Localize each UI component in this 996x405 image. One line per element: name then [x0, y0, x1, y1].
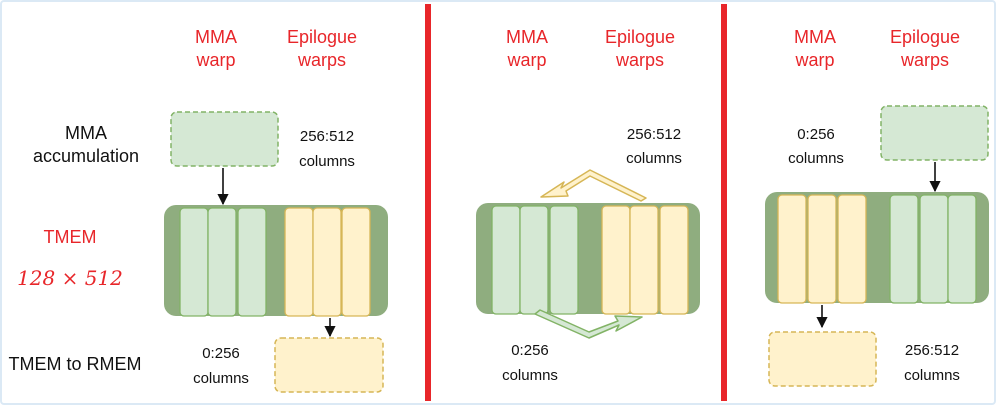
panel-2-tmem-yellow-column	[601, 205, 631, 315]
panel-3-mma-accumulation-box	[880, 105, 989, 161]
panel-3: MMA warp Epilogue warps 0:256 columns 25…	[765, 27, 989, 387]
panel-1: MMA warp Epilogue warps MMA accumulation…	[9, 27, 388, 393]
panel-1-acc-columns-range: 256:512	[300, 128, 354, 145]
panel-2-acc-columns-range: 256:512	[627, 126, 681, 143]
panel-2-acc-columns-label: columns	[626, 150, 682, 167]
panel-3-rmem-columns-label: columns	[904, 367, 960, 384]
panel-2-tmem-green-column	[549, 205, 579, 315]
panel-3-tmem-yellow-column	[837, 194, 867, 304]
panel-2-header-epilogue-line2: warps	[615, 50, 664, 70]
panel-2-tmem-green-column	[519, 205, 549, 315]
panel-3-header-epilogue-line1: Epilogue	[890, 27, 960, 47]
panel-1-tmem-yellow-column	[312, 207, 342, 317]
panel-1-tmem-green-column	[237, 207, 267, 317]
panel-1-rmem-columns-label: columns	[193, 370, 249, 387]
panel-1-mma-accumulation-box	[170, 111, 279, 167]
panel-2-header-mma-line2: warp	[506, 50, 546, 70]
panel-2-yellow-hollow-arrow	[540, 169, 647, 202]
row-label-tmem-dims: 128 × 512	[17, 266, 123, 290]
panel-3-tmem-green-column	[947, 194, 977, 304]
row-label-mma-accumulation-line1: MMA	[65, 123, 107, 143]
panel-2-tmem-yellow-column	[659, 205, 689, 315]
panel-3-header-mma-line1: MMA	[794, 27, 836, 47]
panel-1-tmem-green-column	[179, 207, 209, 317]
panel-3-tmem-yellow-column	[807, 194, 837, 304]
panel-2-header-mma-line1: MMA	[506, 27, 548, 47]
panel-3-header-mma-line2: warp	[794, 50, 834, 70]
panel-1-header-epilogue-line2: warps	[297, 50, 346, 70]
panel-1-rmem-box	[274, 337, 384, 393]
panel-2-rmem-columns-range: 0:256	[511, 342, 549, 359]
panel-3-rmem-columns-range: 256:512	[905, 342, 959, 359]
panel-3-tmem-green-column	[919, 194, 949, 304]
panel-2: MMA warp Epilogue warps 256:512 columns …	[476, 27, 700, 384]
panel-3-acc-columns-label: columns	[788, 150, 844, 167]
panel-2-green-hollow-arrow	[534, 309, 643, 339]
panel-1-header-mma-line2: warp	[195, 50, 235, 70]
row-label-mma-accumulation-line2: accumulation	[33, 146, 139, 166]
panel-1-acc-columns-label: columns	[299, 153, 355, 170]
panel-3-rmem-box	[768, 331, 877, 387]
panel-1-tmem-green-column	[207, 207, 237, 317]
panel-3-header-epilogue-line2: warps	[900, 50, 949, 70]
panel-3-tmem-yellow-column	[777, 194, 807, 304]
panel-1-tmem-yellow-column	[341, 207, 371, 317]
panel-2-tmem-yellow-column	[629, 205, 659, 315]
row-label-tmem-to-rmem: TMEM to RMEM	[9, 354, 142, 374]
row-label-tmem: TMEM	[44, 227, 97, 247]
panel-2-tmem-green-column	[491, 205, 521, 315]
panel-1-tmem-yellow-column	[284, 207, 314, 317]
panel-divider-1	[425, 4, 431, 401]
panel-2-rmem-columns-label: columns	[502, 367, 558, 384]
panel-2-header-epilogue-line1: Epilogue	[605, 27, 675, 47]
panel-1-header-epilogue-line1: Epilogue	[287, 27, 357, 47]
panel-3-tmem-green-column	[889, 194, 919, 304]
panel-3-acc-columns-range: 0:256	[797, 126, 835, 143]
panel-divider-2	[721, 4, 727, 401]
panel-1-header-mma-line1: MMA	[195, 27, 237, 47]
panel-1-rmem-columns-range: 0:256	[202, 345, 240, 362]
